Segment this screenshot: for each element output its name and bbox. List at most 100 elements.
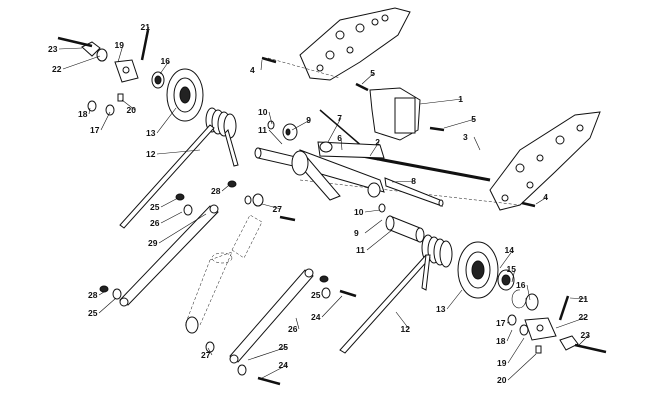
callout-leader <box>395 311 410 330</box>
callout-number: 10 <box>258 107 268 117</box>
lower-bolt <box>558 295 607 354</box>
callout-leader <box>473 136 481 151</box>
callout-number: 25 <box>88 308 98 318</box>
callout-number: 21 <box>141 22 151 32</box>
callout-number: 25 <box>311 290 321 300</box>
callout-leader <box>159 60 170 75</box>
callout-number: 26 <box>150 218 160 228</box>
lower-axle-block <box>507 314 579 354</box>
callout-leader <box>207 347 213 356</box>
upper-bolt <box>57 29 150 61</box>
callout-leader <box>577 334 590 347</box>
callout-number: 18 <box>496 336 506 346</box>
callout-number: 19 <box>497 358 507 368</box>
bracket-assembly <box>369 87 421 141</box>
callout-number: 9 <box>306 115 311 125</box>
upper-bearing <box>151 71 165 89</box>
small-hardware <box>99 56 536 386</box>
callout-number: 25 <box>150 202 160 212</box>
callout-number: 20 <box>127 105 137 115</box>
lower-bearing <box>497 269 539 311</box>
callout-number: 6 <box>337 133 342 143</box>
callout-number: 14 <box>505 245 515 255</box>
callout-leader <box>117 44 124 63</box>
callout-leader <box>327 117 342 143</box>
lower-torsion-spring <box>339 234 453 354</box>
callout-number: 10 <box>354 207 364 217</box>
callout-number: 29 <box>148 238 158 248</box>
callout-number: 11 <box>356 245 365 255</box>
callout-number: 17 <box>90 125 100 135</box>
callout-number: 23 <box>581 330 591 340</box>
callout-number: 9 <box>354 228 359 238</box>
callout-leader <box>511 268 516 283</box>
callout-leader <box>158 213 207 244</box>
callout-leader <box>446 289 463 310</box>
callout-leader <box>247 346 288 361</box>
callout-leader <box>156 107 177 134</box>
callout-leader <box>569 297 588 300</box>
bushing-tube <box>385 215 425 243</box>
callout-leader <box>555 316 588 329</box>
callout-number: 24 <box>311 312 321 322</box>
center-arm <box>291 141 385 201</box>
callout-leader <box>88 107 91 115</box>
callout-number: 15 <box>507 264 517 274</box>
right-link-arm <box>229 268 314 364</box>
callout-leader <box>260 59 263 71</box>
callout-number: 7 <box>337 113 342 123</box>
callout-number: 12 <box>146 149 156 159</box>
lower-chassis-plate <box>489 111 601 211</box>
callout-number: 27 <box>273 204 283 214</box>
spacer-rod <box>384 177 444 207</box>
callout-number: 16 <box>161 56 171 66</box>
callout-number: 16 <box>516 280 526 290</box>
callout-number: 5 <box>370 68 375 78</box>
callout-number: 11 <box>258 125 267 135</box>
callout-number: 5 <box>471 114 476 124</box>
callout-leader <box>507 337 525 364</box>
callout-leader <box>364 219 383 234</box>
callout-leader <box>443 118 476 129</box>
upper-chassis-plate <box>299 7 411 81</box>
lower-idler-wheel <box>457 241 499 299</box>
callout-leader <box>160 211 183 224</box>
callout-number: 13 <box>146 128 156 138</box>
callout-leader <box>361 72 375 85</box>
upper-torsion-spring <box>119 107 239 229</box>
callout-number: 22 <box>52 64 62 74</box>
callout-leader <box>506 321 511 324</box>
callout-number: 28 <box>88 290 98 300</box>
callout-number: 17 <box>496 318 506 328</box>
callout-leader <box>321 295 343 318</box>
callout-number: 2 <box>375 137 380 147</box>
callout-leader <box>369 141 380 157</box>
callout-leader <box>499 249 514 269</box>
callout-leader <box>156 149 201 155</box>
callout-leader <box>221 185 229 192</box>
shock-absorber <box>184 193 264 334</box>
callout-number: 12 <box>401 324 411 334</box>
callout-leader <box>419 98 463 105</box>
callout-leader <box>364 209 381 213</box>
callout-number: 20 <box>497 375 507 385</box>
callout-number: 27 <box>201 350 211 360</box>
alignment-line <box>267 57 341 79</box>
left-link-arm <box>119 204 219 307</box>
callout-leader <box>507 353 537 381</box>
callout-number: 28 <box>211 186 221 196</box>
callout-leader <box>268 129 283 145</box>
callout-leader <box>261 203 282 210</box>
callout-leader <box>291 119 311 131</box>
callout-number: 1 <box>458 94 463 104</box>
callout-number: 19 <box>115 40 125 50</box>
callout-number: 4 <box>250 65 255 75</box>
callout-number: 4 <box>543 192 548 202</box>
callout-number: 13 <box>436 304 446 314</box>
callout-leader <box>58 47 83 50</box>
callout-number: 25 <box>279 342 289 352</box>
callout-leader <box>261 364 288 379</box>
